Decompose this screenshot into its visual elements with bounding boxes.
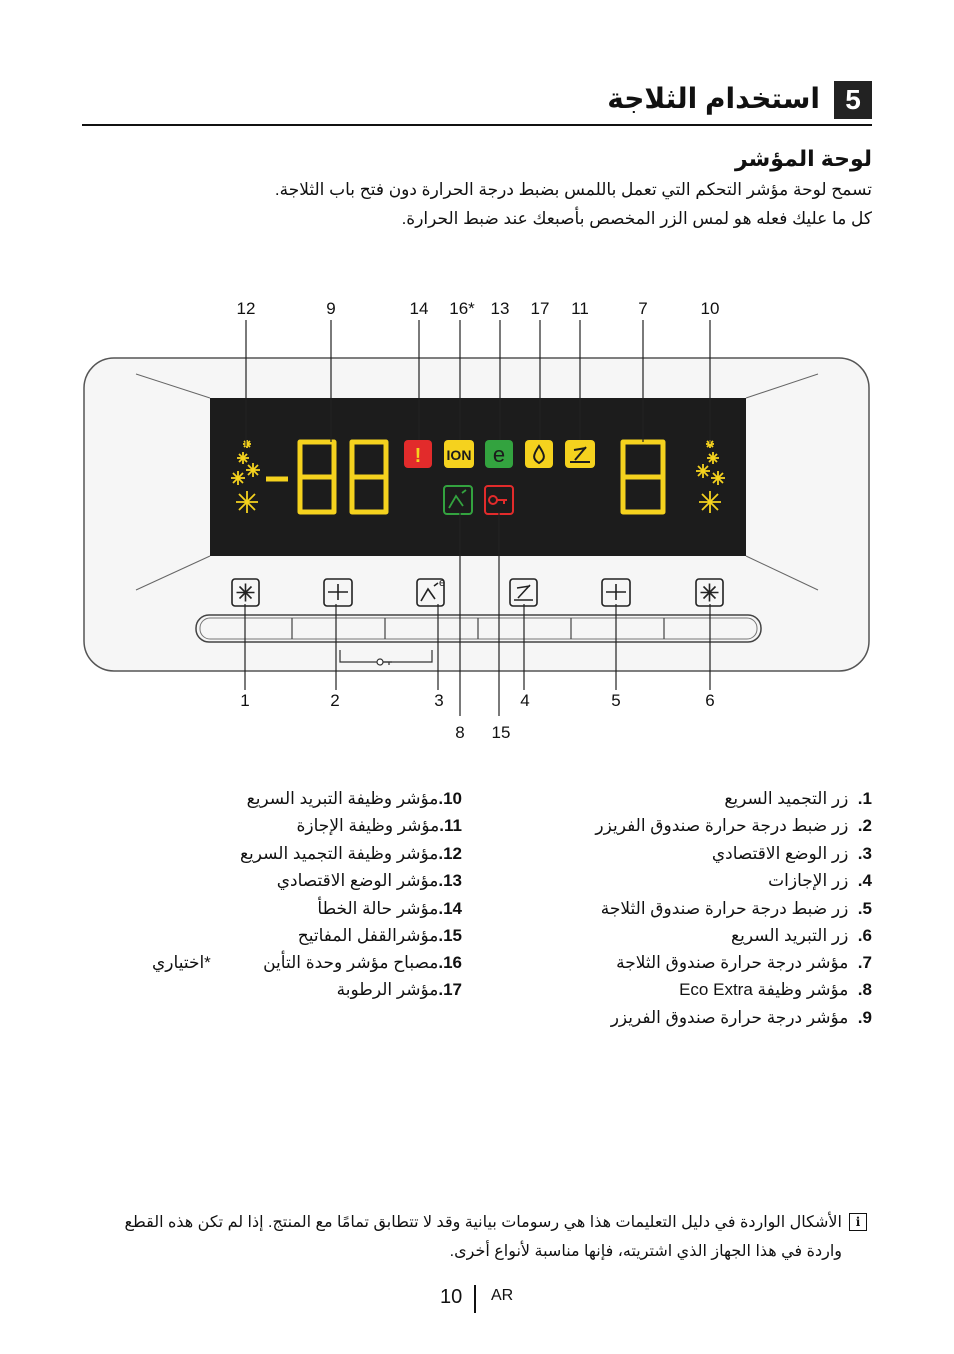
callout-7: 7 (638, 299, 647, 318)
callout-12: 12 (237, 299, 256, 318)
callout-11: 11 (571, 299, 589, 318)
ion-indicator-icon (444, 440, 474, 468)
callout-5: 5 (611, 691, 620, 710)
callout-13: 13 (491, 299, 510, 318)
callout-6: 6 (705, 691, 714, 710)
subsection-title: لوحة المؤشر (734, 146, 872, 171)
eco-mode-indicator-label: e (493, 442, 505, 467)
legend-item-6: 6. زر التبريد السريع (731, 926, 872, 945)
intro-line-1: تسمح لوحة مؤشر التحكم التي تعمل باللمس ب… (274, 180, 872, 199)
callout-8: 8 (455, 723, 464, 742)
quick-freeze-indicator-icon (231, 440, 260, 513)
note-line-2: واردة في هذا الجهاز الذي اشتريته، فإنها … (449, 1243, 842, 1260)
callout-3: 3 (434, 691, 443, 710)
callout-2: 2 (330, 691, 339, 710)
eco-extra-indicator-icon (443, 485, 473, 515)
legend-item-14: 14.مؤشر حالة الخطأ (317, 899, 462, 918)
legend-item-3: 3. زر الوضع الاقتصادي (711, 844, 872, 863)
language-code: AR (491, 1287, 514, 1304)
legend-item-16-optional: *اختياري (152, 953, 211, 972)
ion-indicator-label: ION (447, 447, 472, 463)
callout-16: 16* (449, 299, 475, 318)
freezer-adjust-icon (323, 578, 353, 607)
legend-item-17: 17.مؤشر الرطوبة (336, 980, 462, 999)
page-number: 10 (440, 1286, 463, 1308)
section-number: 5 (834, 81, 872, 119)
legend-item-16: 16.مصباح مؤشر وحدة التأين (263, 953, 462, 972)
footer-divider (474, 1285, 476, 1313)
legend-item-10: 10.مؤشر وظيفة التبريد السريع (246, 789, 462, 808)
error-indicator-icon (404, 440, 432, 468)
callout-14: 14 (410, 299, 429, 318)
legend-item-8: 8. مؤشر وظيفة Eco Extra (679, 980, 872, 999)
info-icon: i (849, 1213, 867, 1231)
legend-item-2: 2. زر ضبط درجة حرارة صندوق الفريزر (595, 816, 872, 835)
freezer-temperature-digits (266, 439, 389, 515)
control-panel-diagram: 12 9 14 16* 13 17 11 7 10 1 2 3 4 5 6 8 … (83, 299, 870, 742)
key-lock-icon (339, 650, 433, 666)
error-indicator-label: ! (415, 445, 422, 467)
callout-17: 17 (531, 299, 550, 318)
note-line-1: الأشكال الواردة في دليل التعليمات هذا هي… (124, 1214, 843, 1231)
callout-4: 4 (520, 691, 529, 710)
legend-item-9: 9. مؤشر درجة حرارة صندوق الفريزر (610, 1008, 872, 1027)
callout-9: 9 (326, 299, 335, 318)
section-header: 5 استخدام الثلاجة (82, 78, 872, 126)
legend-item-15: 15.مؤشرالقفل المفاتيح (297, 926, 462, 945)
legend-item-13: 13.مؤشر الوضع الاقتصادي (276, 871, 462, 890)
callout-15: 15 (492, 723, 511, 742)
callout-1: 1 (240, 691, 249, 710)
eco-extra-button-icon (416, 578, 445, 607)
legend-item-7: 7. مؤشر درجة حرارة صندوق الثلاجة (616, 953, 872, 972)
display-screen (210, 398, 746, 556)
eco-extra-e-label: e (439, 577, 445, 589)
eco-mode-indicator-icon (485, 440, 513, 468)
legend-item-1: 1. زر التجميد السريع (724, 789, 872, 808)
legend-item-12: 12.مؤشر وظيفة التجميد السريع (239, 844, 462, 863)
touch-button-strip (195, 614, 762, 643)
humidity-indicator-icon (525, 440, 553, 468)
callout-10: 10 (701, 299, 720, 318)
legend-item-11: 11.مؤشر وظيفة الإجازة (296, 816, 462, 835)
legend-item-5: 5. زر ضبط درجة حرارة صندوق الثلاجة (600, 899, 872, 918)
section-title: استخدام الثلاجة (607, 83, 820, 114)
intro-line-2: كل ما عليك فعله هو لمس الزر المخصص بأصبع… (401, 209, 872, 228)
legend-item-4: 4. زر الإجازات (768, 871, 872, 890)
